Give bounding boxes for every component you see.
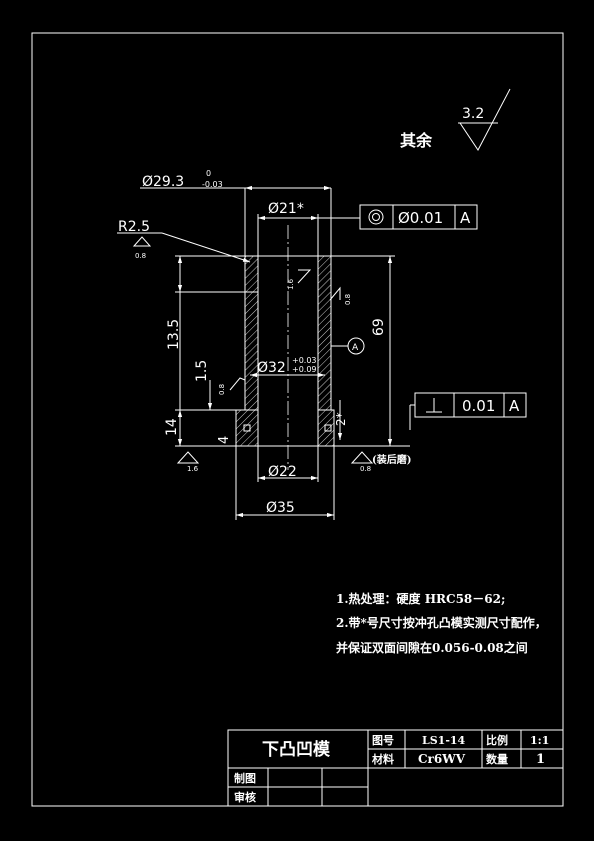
dim-r25: R2.5 0.8	[117, 219, 251, 263]
note-3: 并保证双面间隙在0.056-0.08之间	[336, 640, 528, 655]
title-block: 下凸凹模 图号 LS1-14 比例 1:1 材料 Cr6WV 数量 1 制图 审…	[227, 729, 564, 807]
svg-text:4: 4	[217, 436, 232, 444]
svg-text:图号: 图号	[372, 734, 394, 747]
svg-text:0.01: 0.01	[462, 397, 495, 415]
svg-text:A: A	[352, 343, 359, 353]
svg-text:0.8: 0.8	[218, 384, 226, 395]
quantity-value: 1	[536, 752, 545, 767]
svg-text:Ø29.3: Ø29.3	[142, 174, 184, 190]
note-2: 2.带*号尺寸按冲孔凸模实测尺寸配作，	[336, 615, 547, 630]
svg-text:0: 0	[206, 169, 211, 178]
svg-text:1.6: 1.6	[287, 278, 295, 290]
svg-text:制图: 制图	[234, 771, 256, 785]
svg-text:比例: 比例	[486, 733, 508, 747]
dim-d32: Ø32 +0.03 +0.09	[250, 356, 325, 378]
fcf-perpendicularity: 0.01 A	[409, 392, 527, 430]
datum-a: A	[331, 337, 365, 355]
dim-2-star: 2*	[334, 400, 348, 440]
roughness-label: 其余	[400, 131, 433, 150]
fcf-concentricity: Ø0.01 A	[318, 204, 478, 230]
svg-text:69: 69	[371, 318, 387, 336]
svg-text:(装后磨): (装后磨)	[372, 453, 411, 466]
svg-text:+0.09: +0.09	[292, 365, 317, 374]
svg-text:材料: 材料	[372, 752, 394, 766]
svg-text:Ø22: Ø22	[268, 464, 297, 480]
dim-d29: Ø29.3 0 -0.03	[140, 169, 332, 256]
svg-text:0.8: 0.8	[135, 252, 146, 260]
dim-bottom: Ø22 Ø35	[235, 446, 335, 520]
svg-text:数量: 数量	[486, 752, 508, 766]
svg-text:A: A	[509, 397, 520, 415]
dim-d21: Ø21*	[257, 201, 319, 256]
drawing-border	[31, 32, 564, 807]
svg-text:Ø0.01: Ø0.01	[398, 209, 443, 227]
svg-text:2*: 2*	[334, 412, 348, 426]
svg-text:A: A	[460, 209, 471, 227]
drawing-number: LS1-14	[422, 734, 466, 747]
svg-text:Ø35: Ø35	[266, 500, 295, 516]
svg-text:+0.03: +0.03	[292, 356, 317, 365]
svg-text:审核: 审核	[234, 790, 256, 804]
part-section	[235, 225, 335, 470]
svg-text:Ø32: Ø32	[257, 360, 286, 376]
roughness-value: 3.2	[462, 106, 484, 122]
dim-left-heights: 13.5 1.5 14 4	[164, 255, 258, 447]
svg-text:1.5: 1.5	[194, 360, 210, 382]
part-name: 下凸凹模	[262, 739, 331, 760]
svg-text:0.8: 0.8	[360, 465, 371, 473]
svg-text:1.6: 1.6	[187, 465, 199, 473]
dim-69: 69	[331, 255, 410, 447]
svg-text:14: 14	[164, 418, 180, 436]
svg-text:0.8: 0.8	[344, 294, 352, 305]
general-roughness-symbol: 3.2 其余	[400, 88, 511, 151]
technical-notes: 1.热处理：硬度 HRC58－62; 2.带*号尺寸按冲孔凸模实测尺寸配作， 并…	[336, 591, 547, 655]
roughness-marks: 1.6 0.8 0.8 1.6 0.8 (装后磨)	[176, 269, 411, 473]
svg-text:R2.5: R2.5	[118, 219, 150, 235]
svg-text:-0.03: -0.03	[202, 180, 223, 189]
svg-text:13.5: 13.5	[166, 319, 182, 350]
scale-value: 1:1	[530, 734, 549, 747]
note-1: 1.热处理：硬度 HRC58－62;	[336, 591, 505, 606]
material-value: Cr6WV	[418, 752, 466, 766]
svg-text:Ø21*: Ø21*	[268, 201, 304, 217]
